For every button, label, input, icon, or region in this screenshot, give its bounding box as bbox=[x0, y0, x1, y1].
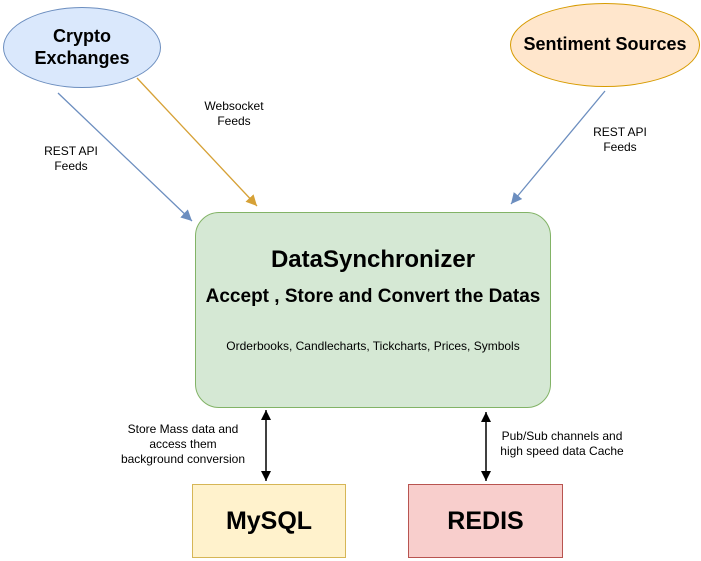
crypto-exchanges-label: Crypto Exchanges bbox=[34, 25, 130, 68]
node-redis: REDIS bbox=[408, 484, 563, 558]
edge-label-websocket: Websocket Feeds bbox=[204, 99, 264, 128]
node-datasynchronizer: DataSynchronizer Accept , Store and Conv… bbox=[195, 212, 551, 408]
edge-websocket bbox=[136, 77, 258, 207]
redis-label: REDIS bbox=[447, 507, 524, 535]
edge-label-redis-link: Pub/Sub channels and high speed data Cac… bbox=[500, 429, 624, 458]
datasynchronizer-detail: Orderbooks, Candlecharts, Tickcharts, Pr… bbox=[226, 339, 520, 353]
edge-label-mysql-link: Store Mass data and access them backgrou… bbox=[120, 422, 246, 466]
node-sentiment-sources: Sentiment Sources bbox=[510, 3, 700, 87]
edge-label-rest-api-right: REST API Feeds bbox=[593, 125, 647, 154]
node-mysql: MySQL bbox=[192, 484, 346, 558]
mysql-label: MySQL bbox=[225, 507, 313, 535]
datasynchronizer-subtitle: Accept , Store and Convert the Datas bbox=[205, 286, 541, 307]
edge-label-rest-api-left: REST API Feeds bbox=[44, 144, 98, 173]
datasynchronizer-title: DataSynchronizer bbox=[270, 246, 476, 273]
node-crypto-exchanges: Crypto Exchanges bbox=[3, 7, 161, 88]
sentiment-sources-label: Sentiment Sources bbox=[523, 34, 687, 55]
